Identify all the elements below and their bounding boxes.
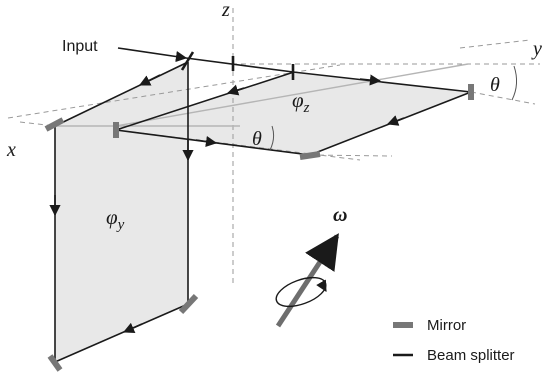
legend-splitter-label: Beam splitter: [427, 347, 515, 364]
rotation-loop-arrow: [316, 279, 327, 292]
rotation-vector: [275, 233, 340, 328]
beam-splitter-y: [180, 51, 195, 71]
phase-z-label: φz: [292, 88, 310, 116]
legend-mirror-label: Mirror: [427, 317, 466, 334]
angle-label-near: θ: [252, 128, 262, 150]
horizontal-ref: [309, 154, 393, 157]
mirror-bottom-right: [178, 293, 199, 315]
y-axis-upper: [459, 39, 531, 49]
mirror-front: [299, 151, 321, 160]
theta-arc-far: [511, 65, 518, 101]
axis-label-x: x: [6, 139, 16, 161]
vertical-loop-plane: [55, 62, 188, 362]
arrow-h-bottom: [195, 135, 218, 148]
legend: Mirror Beam splitter: [393, 317, 515, 364]
beam-top-diagonal: [54, 61, 189, 127]
arrow-h-right: [386, 115, 405, 126]
horizontal-loop-plane: [116, 72, 471, 155]
arrow-top-diagonal: [138, 74, 161, 86]
beam-h-top: [292, 71, 472, 93]
phase-y-label: φy: [106, 205, 125, 233]
axis-label-z: z: [221, 0, 230, 21]
reference-line: [115, 63, 469, 127]
theta-ray-y: [470, 91, 536, 105]
beam-h-left: [115, 71, 295, 131]
mirror-bottom-left: [47, 354, 63, 372]
input-label: Input: [62, 38, 98, 55]
axis-label-y: y: [531, 38, 542, 60]
arrow-h-top: [359, 74, 382, 86]
arrow-h-left: [226, 84, 245, 96]
x-axis-line: [7, 64, 341, 119]
input-beam: [117, 47, 188, 63]
angle-label-far: θ: [490, 74, 500, 96]
mirror-top-left: [44, 117, 65, 132]
omega-label: ω: [333, 204, 347, 226]
input-beam-continuation: [185, 57, 294, 73]
arrow-bottom-diagonal: [122, 322, 143, 334]
beam-bottom-diagonal: [54, 303, 189, 363]
theta-arc-near: [269, 125, 275, 151]
